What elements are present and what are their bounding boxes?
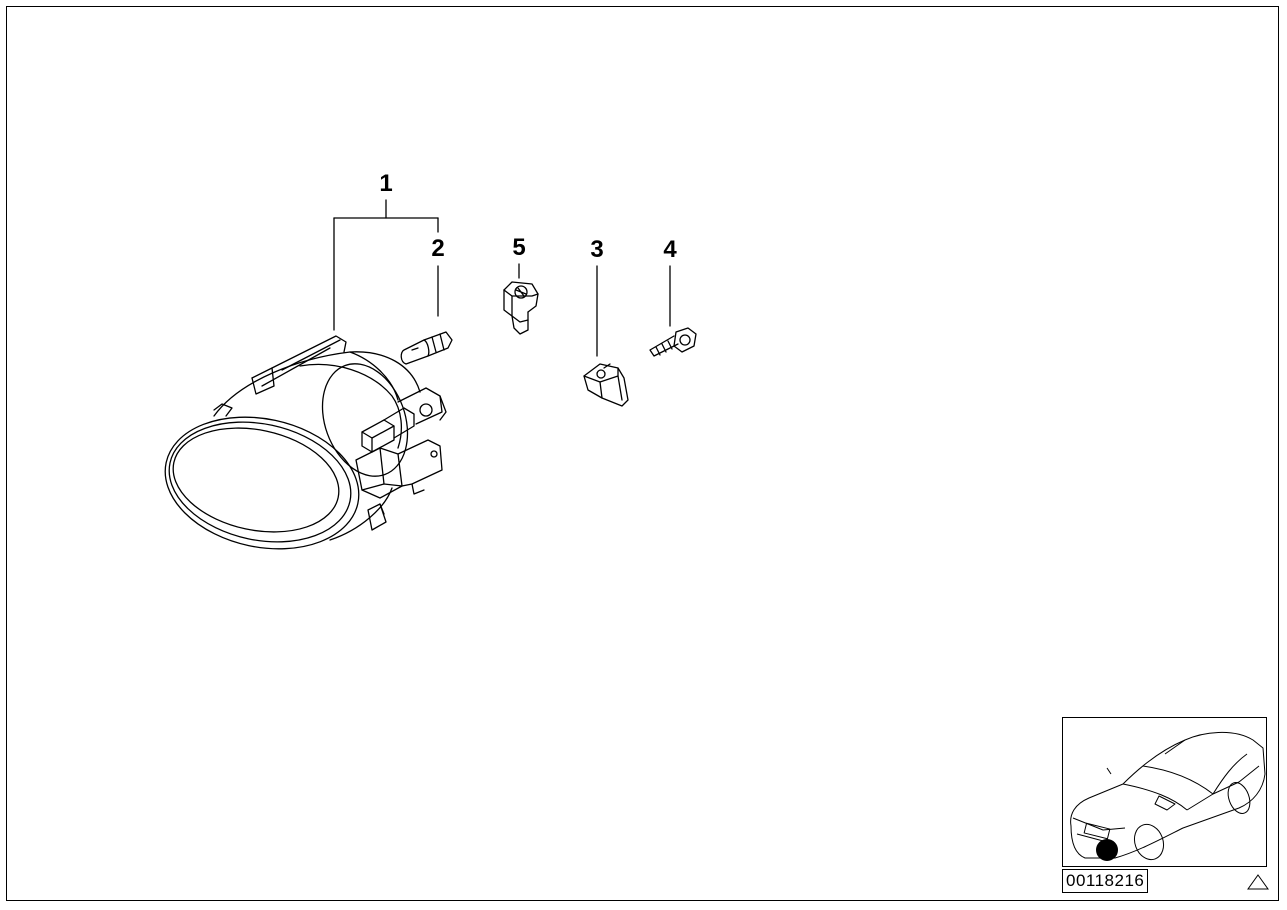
locator-dot <box>1096 839 1118 861</box>
callout-leaders <box>333 199 671 357</box>
bulb-socket-icon <box>503 281 539 335</box>
callout-part-1: 1 <box>379 170 393 197</box>
diagram-frame <box>6 6 1279 901</box>
clip-nut-icon <box>583 363 629 407</box>
callout-part-4: 4 <box>663 236 677 263</box>
diagram-number: 00118216 <box>1062 869 1149 893</box>
fog-light-assembly-icon <box>164 335 447 550</box>
callout-part-2: 2 <box>431 235 445 262</box>
callout-part-3: 3 <box>590 236 604 263</box>
car-location-icon <box>1070 731 1266 861</box>
vehicle-locator-box <box>1062 717 1267 867</box>
callout-part-5: 5 <box>512 234 526 261</box>
triangle-icon <box>1247 874 1269 890</box>
bulb-icon <box>400 331 453 365</box>
screw-icon <box>649 327 697 357</box>
